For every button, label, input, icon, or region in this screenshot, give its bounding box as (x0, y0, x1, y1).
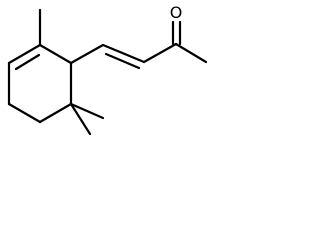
skeletal-formula: O (7, 3, 208, 136)
alkene-bond (101, 43, 146, 64)
chain-bond (142, 42, 178, 64)
side-chain (69, 20, 208, 70)
ring-double-bond-inner (14, 53, 41, 71)
ring (7, 43, 73, 124)
ring-bond (7, 102, 42, 124)
gem-methyl-bond (69, 102, 92, 136)
methyl-bond (174, 42, 208, 64)
chain-bond (69, 43, 105, 65)
ring-bond (38, 43, 73, 65)
ring-bond (7, 43, 42, 65)
gem-methyl-bond (69, 102, 105, 120)
oxygen-atom-label: O (170, 3, 183, 22)
structure-diagram: O (0, 0, 216, 148)
ring-substituents (38, 8, 105, 136)
alkene-bond-inner (104, 52, 141, 70)
ring-bond (38, 102, 73, 124)
